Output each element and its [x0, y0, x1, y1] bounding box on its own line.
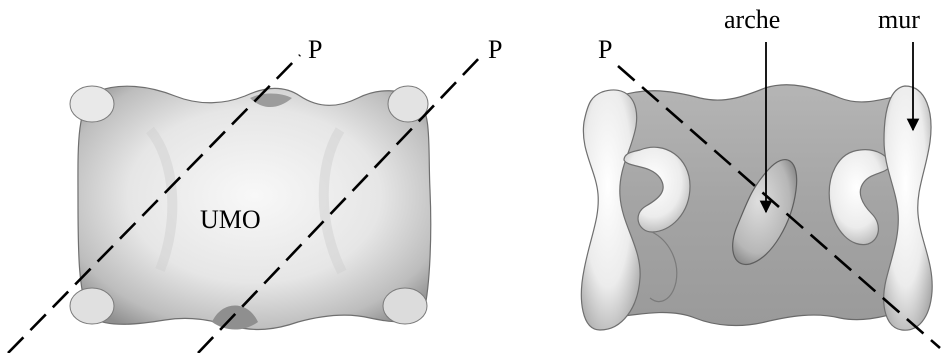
label-plane-left-a: P — [308, 35, 322, 64]
label-wall: mur — [878, 5, 920, 34]
label-arch: arche — [724, 5, 780, 34]
label-plane-right: P — [598, 35, 612, 64]
left-model-bump — [70, 86, 114, 122]
left-model-bump — [70, 288, 114, 324]
label-center: UMO — [200, 205, 261, 234]
left-model-bump — [383, 288, 427, 324]
label-plane-left-b: P — [488, 35, 502, 64]
right-model — [581, 85, 932, 330]
